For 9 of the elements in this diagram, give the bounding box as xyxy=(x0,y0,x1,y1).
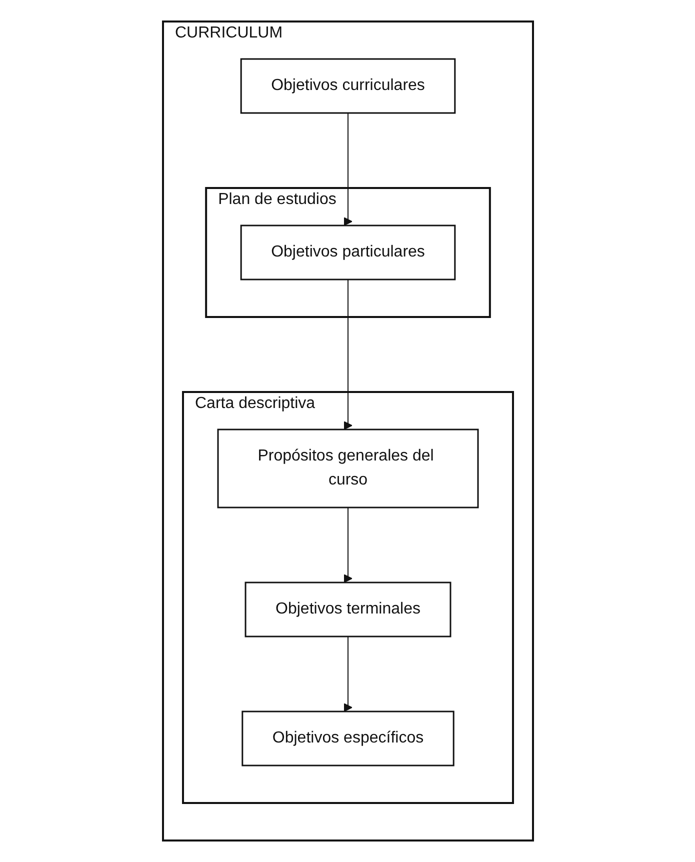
node-box: Objetivos curriculares xyxy=(240,58,456,114)
node-box: Objetivos particulares xyxy=(240,224,456,280)
arrow xyxy=(343,507,352,583)
node-box: Propósitos generales del curso xyxy=(216,428,478,508)
arrow xyxy=(343,636,352,712)
arrow xyxy=(343,112,352,226)
node-box: Objetivos específicos xyxy=(241,710,454,766)
arrow xyxy=(343,279,352,430)
node-box: Objetivos terminales xyxy=(244,582,451,638)
